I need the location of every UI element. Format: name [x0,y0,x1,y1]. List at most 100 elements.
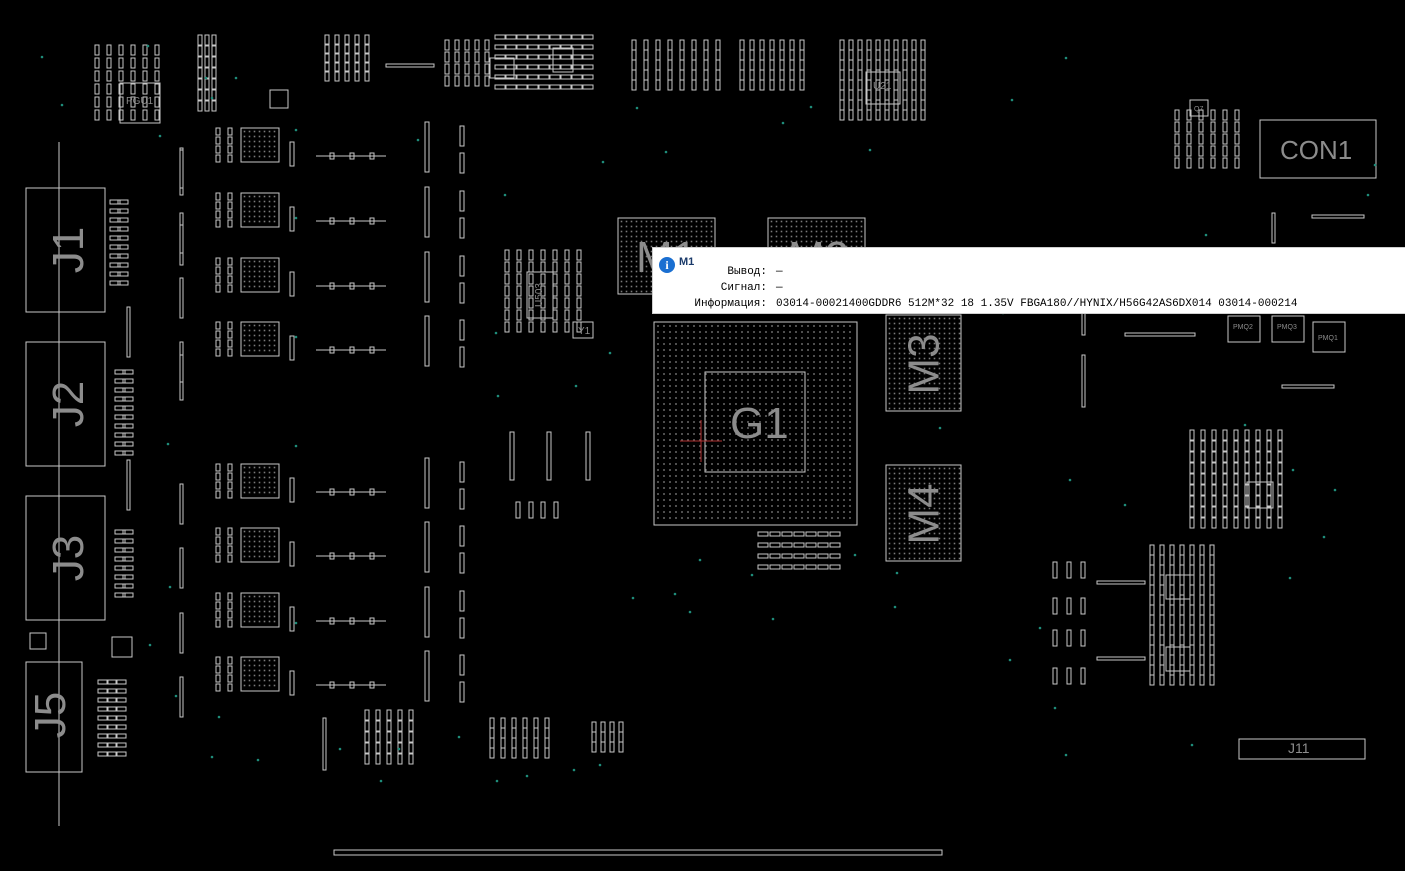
connector-j1-label: J1 [44,226,94,274]
ball-pad [893,547,896,550]
ball-pad [771,427,773,429]
ball-pad [665,225,668,228]
smd-pad [1159,644,1165,656]
smd-pad [504,321,510,333]
ball-pad [825,391,827,393]
smd-pad [94,96,100,108]
ball-pad [795,373,797,375]
ball-pad [253,545,256,548]
ball-pad [650,280,653,283]
ball-pad [747,481,749,483]
ball-pad [669,469,671,471]
power-stage-3 [240,257,280,293]
smd-pad [779,39,785,51]
ball-pad [795,451,797,453]
smd-pad [920,49,926,61]
smd-pad [749,39,755,51]
ball-pad [785,230,788,233]
ball-pad [918,362,921,365]
smd-pad [1189,473,1195,485]
ball-pad [953,517,956,520]
ball-pad [741,355,743,357]
ball-pad [753,487,755,489]
smd-pad [204,34,210,46]
ball-pad [243,145,246,148]
ball-pad [813,373,815,375]
smd-pad [1198,121,1204,133]
ball-pad [789,475,791,477]
ball-pad [903,397,906,400]
ball-pad [273,486,276,489]
trace-bar [1096,580,1146,585]
ball-pad [695,245,698,248]
ball-pad [665,235,668,238]
ball-pad [243,265,246,268]
cap-bar [424,650,430,702]
ball-pad [810,225,813,228]
smd-pad [369,217,375,225]
ball-pad [795,331,797,333]
smd-pad [1198,133,1204,145]
smd-pad [793,553,805,559]
ball-pad [765,403,767,405]
ball-pad [928,467,931,470]
cap-bar [546,431,552,481]
smd-pad [215,592,221,601]
smd-pad [1277,429,1283,441]
ball-pad [837,433,839,435]
ball-pad [801,409,803,411]
ball-pad [630,265,633,268]
ball-pad [958,362,961,365]
ball-pad [657,457,659,459]
ball-pad [723,349,725,351]
ball-pad [958,467,961,470]
smd-pad [516,249,522,261]
ball-pad [903,512,906,515]
ball-pad [850,235,853,238]
ball-pad [913,377,916,380]
ball-pad [663,481,665,483]
ball-pad [273,545,276,548]
ball-pad [903,322,906,325]
ball-pad [830,220,833,223]
ball-pad [711,373,713,375]
ball-pad [723,343,725,345]
smd-pad [227,192,233,201]
ball-pad [753,481,755,483]
smd-pad [364,70,370,82]
ball-pad [893,402,896,405]
ball-pad [735,493,737,495]
ball-pad [789,487,791,489]
ball-pad [650,260,653,263]
smd-pad [1211,495,1217,507]
ball-pad [893,357,896,360]
ball-pad [717,361,719,363]
smd-pad [484,63,490,75]
ball-pad [845,230,848,233]
smd-pad [215,610,221,619]
ball-pad [903,392,906,395]
smd-pad [227,154,233,163]
ball-pad [958,527,961,530]
ball-pad [759,445,761,447]
ball-pad [789,445,791,447]
ball-pad [663,487,665,489]
ball-pad [687,373,689,375]
ball-pad [953,337,956,340]
ball-pad [669,505,671,507]
smd-pad [703,59,709,71]
ball-pad [840,225,843,228]
smd-pad [829,564,841,570]
ball-pad [747,457,749,459]
ball-pad [693,337,695,339]
ball-pad [783,379,785,381]
ball-pad [948,532,951,535]
ball-pad [843,409,845,411]
ball-pad [923,407,926,410]
smd-pad [114,565,126,571]
smd-pad [386,742,392,754]
smd-pad [227,284,233,293]
ball-pad [807,397,809,399]
ball-pad [933,512,936,515]
